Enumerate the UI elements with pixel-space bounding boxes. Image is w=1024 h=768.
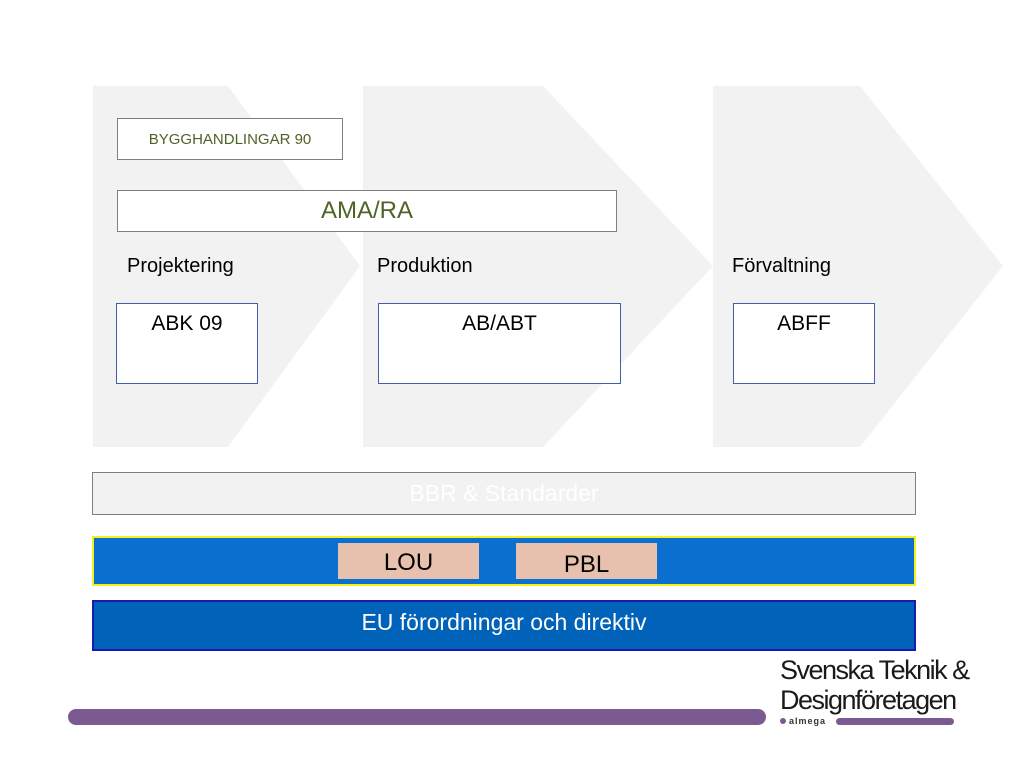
logo-underline bbox=[836, 718, 954, 725]
logo-almega: almega bbox=[789, 716, 826, 726]
pbl-tag: PBL bbox=[516, 543, 657, 579]
contract-box-ab-abt: AB/ABT bbox=[378, 303, 621, 384]
pbl-label: PBL bbox=[563, 551, 610, 578]
contract-label-abff: ABFF bbox=[777, 312, 831, 335]
phase-label-forvaltning: Förvaltning bbox=[732, 255, 831, 277]
phase-label-projektering: Projektering bbox=[127, 255, 234, 277]
contract-label-abk09: ABK 09 bbox=[151, 312, 223, 335]
contract-box-abff: ABFF bbox=[733, 303, 875, 384]
contract-label-ab-abt: AB/ABT bbox=[462, 312, 537, 335]
phase-label-produktion: Produktion bbox=[377, 255, 473, 277]
eu-bar: EU förordningar och direktiv bbox=[92, 600, 916, 651]
bygghandlingar-label: BYGGHANDLINGAR 90 bbox=[148, 130, 312, 148]
logo-line1: Svenska Teknik & bbox=[780, 655, 970, 685]
ama-ra-box: AMA/RA bbox=[117, 190, 617, 232]
logo-dot-icon bbox=[780, 718, 786, 724]
company-logo: Svenska Teknik & Designföretagen bbox=[780, 655, 970, 715]
bygghandlingar-box: BYGGHANDLINGAR 90 bbox=[117, 118, 343, 160]
logo-line2: Designföretagen bbox=[780, 685, 957, 715]
bbr-standarder-bar: BBR & Standarder bbox=[92, 472, 916, 515]
national-law-bar bbox=[92, 536, 916, 586]
logo-sub: almega bbox=[789, 716, 827, 726]
ama-ra-label: AMA/RA bbox=[320, 197, 413, 224]
eu-label: EU förordningar och direktiv bbox=[361, 609, 647, 635]
contract-box-abk09: ABK 09 bbox=[116, 303, 258, 384]
bbr-standarder-label: BBR & Standarder bbox=[409, 480, 599, 506]
footer-band bbox=[68, 709, 766, 725]
lou-tag: LOU bbox=[338, 543, 479, 579]
lou-label: LOU bbox=[383, 549, 434, 576]
